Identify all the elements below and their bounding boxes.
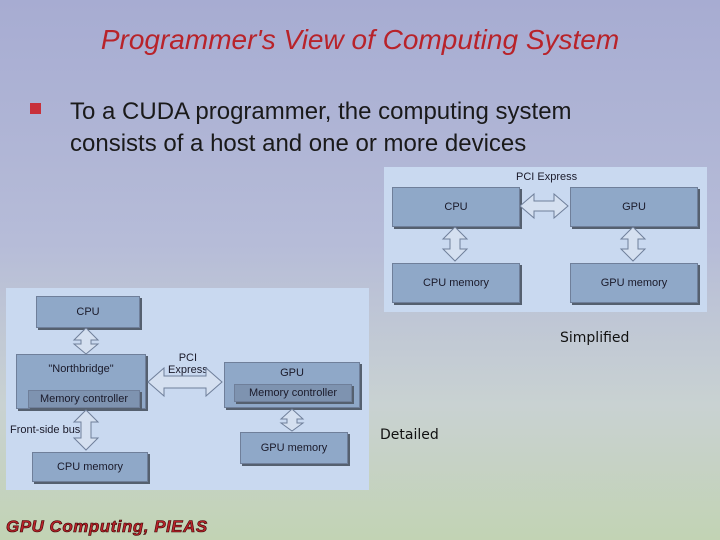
detailed-gpu-label: GPU bbox=[280, 367, 304, 379]
detailed-cpu-box: CPU bbox=[36, 296, 140, 328]
simplified-gpu-memory-box: GPU memory bbox=[570, 263, 698, 303]
square-bullet-icon bbox=[30, 103, 41, 114]
northbridge-memory-controller-box: Memory controller bbox=[28, 390, 140, 408]
simplified-cpu-box: CPU bbox=[392, 187, 520, 227]
simplified-cpu-label: CPU bbox=[444, 201, 468, 213]
slide-title: Programmer's View of Computing System bbox=[100, 24, 620, 55]
detailed-caption: Detailed bbox=[380, 427, 439, 443]
cpu-memory-arrow bbox=[441, 226, 469, 262]
gpu-memory-arrow bbox=[619, 226, 647, 262]
pci-express-arrow bbox=[147, 366, 223, 398]
northbridge-label: "Northbridge" bbox=[48, 363, 114, 375]
simplified-cpu-memory-label: CPU memory bbox=[422, 277, 489, 289]
pci-bus-arrow bbox=[519, 192, 569, 220]
bullet-text: To a CUDA programmer, the computing syst… bbox=[70, 98, 572, 157]
gpu-memory-detailed-arrow bbox=[279, 408, 305, 432]
simplified-cpu-memory-box: CPU memory bbox=[392, 263, 520, 303]
northbridge-memory-controller-label: Memory controller bbox=[39, 393, 129, 405]
detailed-cpu-label: CPU bbox=[76, 306, 100, 318]
detailed-cpu-memory-box: CPU memory bbox=[32, 452, 148, 482]
simplified-gpu-memory-label: GPU memory bbox=[600, 277, 668, 289]
gpu-memory-controller-label: Memory controller bbox=[248, 387, 338, 399]
front-side-bus-label: Front-side bus bbox=[10, 424, 81, 436]
gpu-memory-controller-box: Memory controller bbox=[234, 384, 352, 402]
detailed-gpu-memory-label: GPU memory bbox=[260, 442, 328, 454]
simplified-caption: Simplified bbox=[560, 330, 630, 346]
front-side-bus-arrow bbox=[72, 409, 100, 451]
cpu-northbridge-arrow bbox=[72, 327, 100, 355]
detailed-cpu-memory-label: CPU memory bbox=[56, 461, 123, 473]
simplified-gpu-label: GPU bbox=[622, 201, 646, 213]
detailed-diagram: CPU "Northbridge" Memory controller PCI … bbox=[6, 288, 369, 490]
simplified-arrows bbox=[441, 192, 647, 262]
simplified-diagram: PCI Express CPU GPU CPU memory GPU memor… bbox=[384, 167, 707, 312]
footer-label: GPU Computing, PIEAS bbox=[6, 517, 208, 537]
simplified-gpu-box: GPU bbox=[570, 187, 698, 227]
detailed-arrows bbox=[72, 327, 305, 451]
pci-express-detailed-label: PCI Express bbox=[168, 352, 208, 376]
pci-express-label: PCI Express bbox=[516, 171, 578, 183]
detailed-gpu-memory-box: GPU memory bbox=[240, 432, 348, 464]
